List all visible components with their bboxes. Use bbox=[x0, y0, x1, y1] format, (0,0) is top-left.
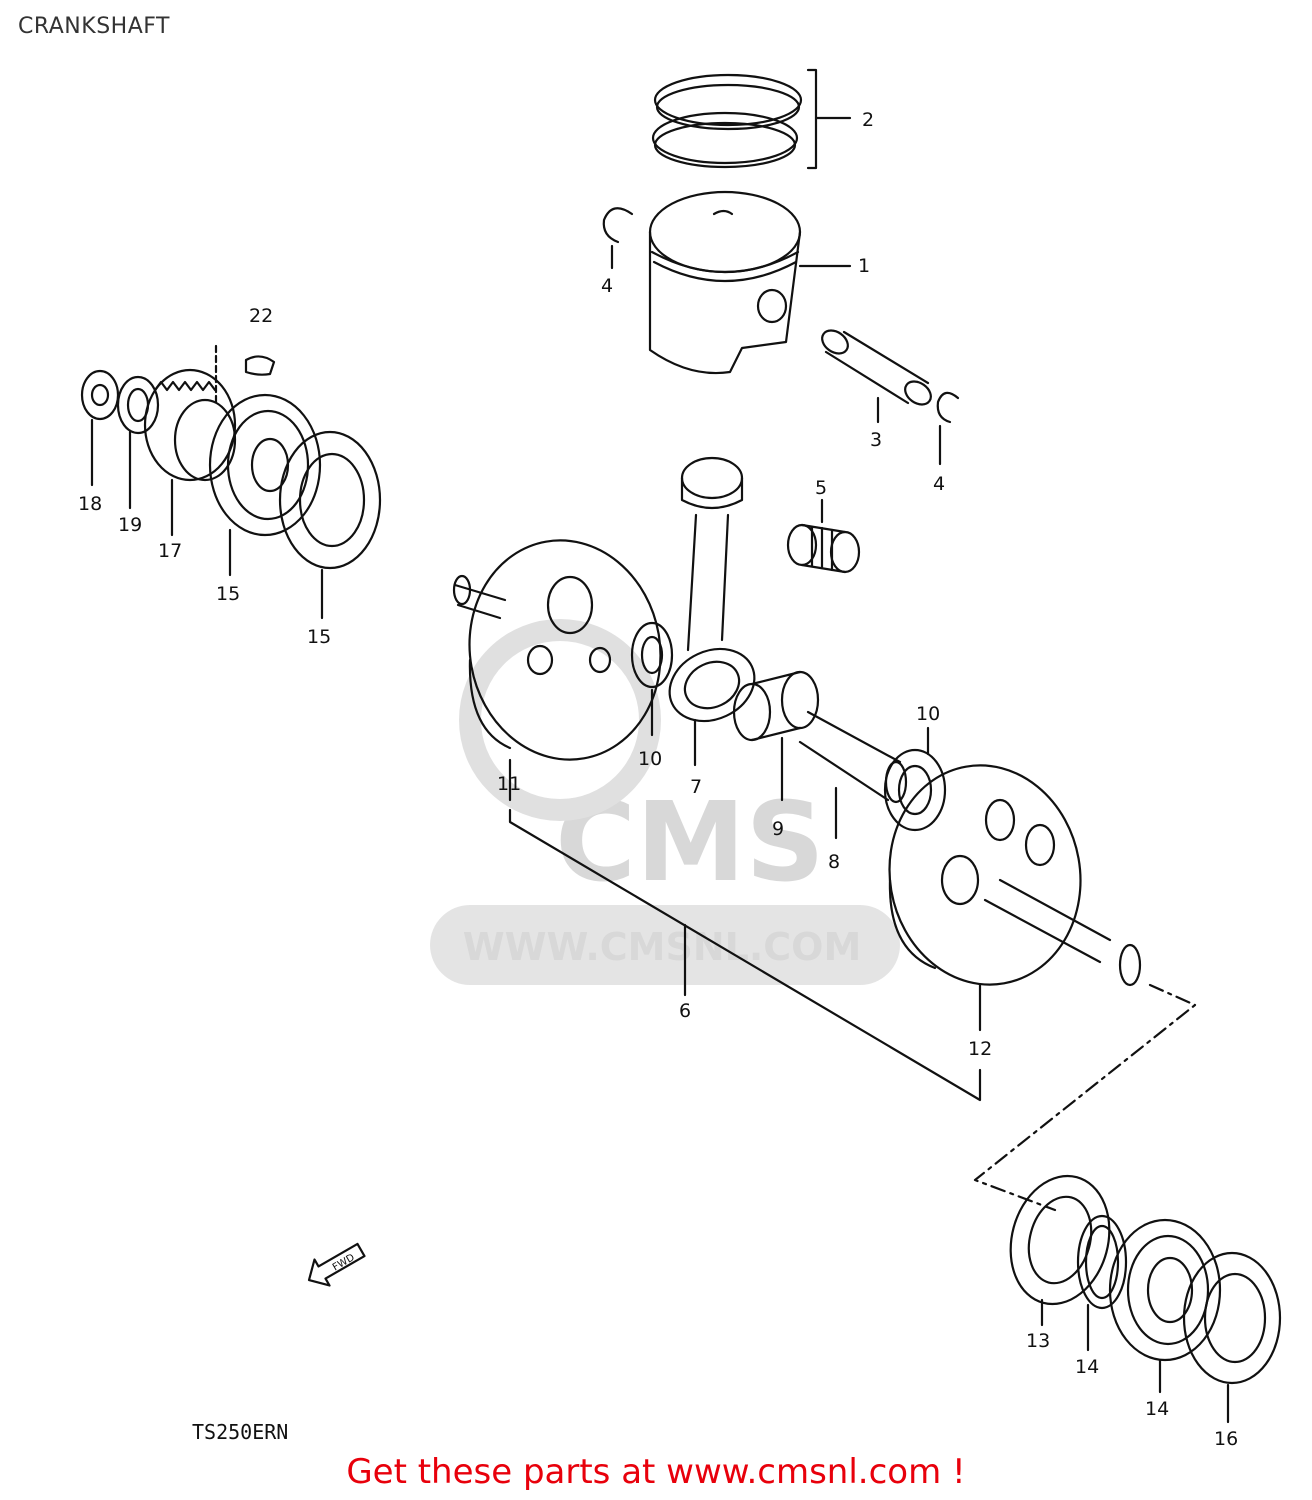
callout-11: 11 bbox=[497, 773, 521, 795]
watermark-url: WWW.CMSNL.COM bbox=[463, 925, 862, 969]
model-code: TS250ERN bbox=[192, 1420, 289, 1444]
callout-21: 19 bbox=[118, 514, 142, 536]
primary-drive-gear bbox=[143, 368, 237, 537]
oil-seal-retainer bbox=[1009, 1174, 1111, 1327]
callout-3: 3 bbox=[870, 429, 882, 451]
callout-14: 14 bbox=[1075, 1356, 1099, 1378]
alignment-line bbox=[973, 983, 1197, 1212]
piston-rings bbox=[651, 68, 852, 170]
connecting-rod bbox=[668, 456, 756, 767]
callout-19: 17 bbox=[158, 540, 182, 562]
callout-12: 12 bbox=[968, 1038, 992, 1060]
main-bearing-left bbox=[208, 393, 322, 577]
callout-1: 1 bbox=[858, 255, 870, 277]
callout-17: 15 bbox=[307, 626, 331, 648]
crank-nut bbox=[80, 369, 120, 487]
key bbox=[214, 344, 276, 404]
callout-labels: 2 1 4 3 4 5 22 18 19 17 15 15 10 10 11 7… bbox=[78, 109, 1238, 1450]
callout-16: 14 bbox=[1145, 1398, 1169, 1420]
cta-link[interactable]: Get these parts at www.cmsnl.com ! bbox=[346, 1452, 966, 1492]
callout-20: 18 bbox=[78, 493, 102, 515]
crank-web-right bbox=[888, 764, 1142, 1032]
callout-10b: 10 bbox=[916, 703, 940, 725]
piston bbox=[648, 190, 852, 375]
circlip-left bbox=[602, 207, 634, 244]
crank-pin bbox=[798, 710, 908, 840]
big-end-bearing bbox=[732, 670, 820, 802]
callout-8: 8 bbox=[828, 851, 840, 873]
oil-seal-right bbox=[1182, 1251, 1282, 1424]
callout-5: 5 bbox=[815, 477, 827, 499]
forward-arrow bbox=[307, 1242, 366, 1287]
callout-7: 7 bbox=[690, 776, 702, 798]
callout-4a: 4 bbox=[601, 275, 613, 297]
thrust-washer-left bbox=[630, 621, 674, 737]
thrust-washer-right bbox=[883, 726, 947, 832]
callout-22: 22 bbox=[249, 305, 273, 327]
piston-pin bbox=[821, 329, 932, 424]
watermark-banner bbox=[430, 905, 900, 985]
diagram-title: CRANKSHAFT bbox=[18, 14, 170, 39]
callout-18: 16 bbox=[1214, 1428, 1238, 1450]
callout-9: 9 bbox=[772, 818, 784, 840]
callout-4b: 4 bbox=[933, 473, 945, 495]
oil-seal-left bbox=[278, 430, 382, 620]
callout-10a: 10 bbox=[638, 748, 662, 770]
callout-15: 15 bbox=[216, 583, 240, 605]
callout-6: 6 bbox=[679, 1000, 691, 1022]
crankshaft-assembly-bracket bbox=[508, 808, 982, 1102]
small-end-bearing bbox=[786, 498, 861, 574]
callout-13: 13 bbox=[1026, 1330, 1050, 1352]
forward-arrow-label: FWD bbox=[331, 1252, 357, 1273]
callout-2: 2 bbox=[862, 109, 874, 131]
crank-web-left bbox=[452, 539, 662, 802]
main-bearing-right bbox=[1108, 1218, 1222, 1394]
bearing-circlip bbox=[1076, 1214, 1128, 1352]
circlip-right bbox=[936, 391, 960, 424]
watermark: WWW.CMSNL.COM CMS bbox=[430, 619, 900, 985]
lock-washer bbox=[116, 375, 160, 510]
